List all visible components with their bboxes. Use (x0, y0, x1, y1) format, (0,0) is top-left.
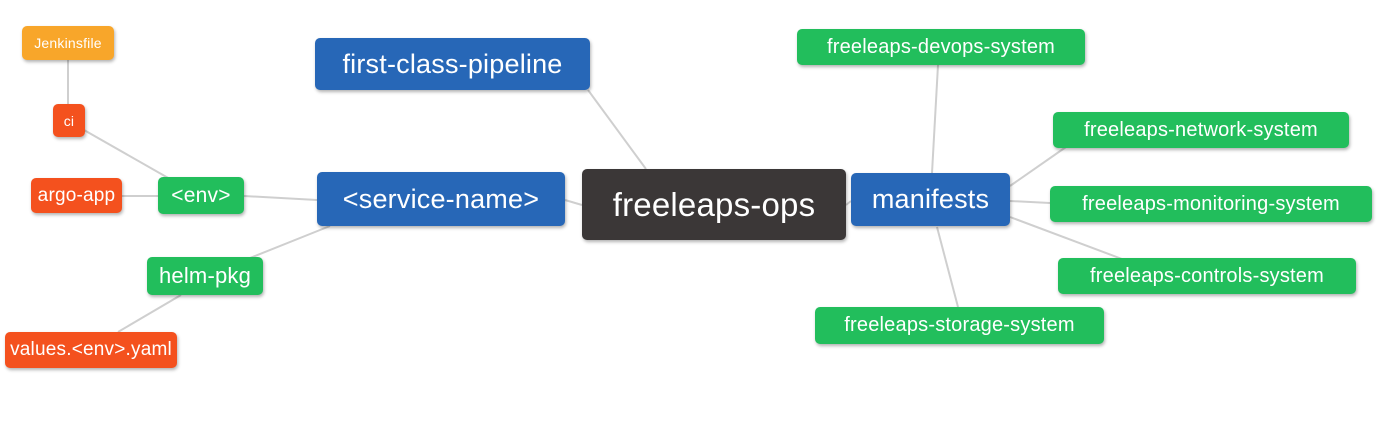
mindmap-node-freeleaps-storage-system[interactable]: freeleaps-storage-system (815, 307, 1104, 344)
edge-manifests-to-freeleaps-monitoring-system (1009, 200, 1051, 204)
edge-env-to-service-name (243, 195, 318, 201)
mindmap-node-freeleaps-devops-system[interactable]: freeleaps-devops-system (797, 29, 1085, 65)
edge-manifests-to-freeleaps-network-system (1009, 146, 1067, 187)
mindmap-node-freeleaps-monitoring-system[interactable]: freeleaps-monitoring-system (1050, 186, 1372, 222)
mindmap-node-freeleaps-network-system[interactable]: freeleaps-network-system (1053, 112, 1349, 148)
mindmap-node-jenkinsfile[interactable]: Jenkinsfile (22, 26, 114, 60)
edge-manifests-to-freeleaps-controls-system (1009, 216, 1123, 260)
edge-ci-to-env (83, 129, 171, 180)
edge-first-class-pipeline-to-freeleaps-ops (587, 89, 647, 170)
mindmap-node-argo-app[interactable]: argo-app (31, 178, 122, 213)
mindmap-node-values-env-yaml[interactable]: values.<env>.yaml (5, 332, 177, 368)
mindmap-node-ci[interactable]: ci (53, 104, 85, 137)
mindmap-node-env[interactable]: <env> (158, 177, 244, 214)
edge-service-name-to-freeleaps-ops (564, 199, 583, 206)
mindmap-node-service-name[interactable]: <service-name> (317, 172, 565, 226)
mindmap-node-helm-pkg[interactable]: helm-pkg (147, 257, 263, 295)
edge-values-env-yaml-to-helm-pkg (117, 294, 182, 333)
edge-helm-pkg-to-service-name (249, 225, 331, 259)
mindmap-node-manifests[interactable]: manifests (851, 173, 1010, 226)
mindmap-node-freeleaps-ops[interactable]: freeleaps-ops (582, 169, 846, 240)
edge-manifests-to-freeleaps-storage-system (936, 226, 959, 308)
mindmap-node-first-class-pipeline[interactable]: first-class-pipeline (315, 38, 590, 90)
mindmap-node-freeleaps-controls-system[interactable]: freeleaps-controls-system (1058, 258, 1356, 294)
edge-manifests-to-freeleaps-devops-system (931, 64, 939, 174)
